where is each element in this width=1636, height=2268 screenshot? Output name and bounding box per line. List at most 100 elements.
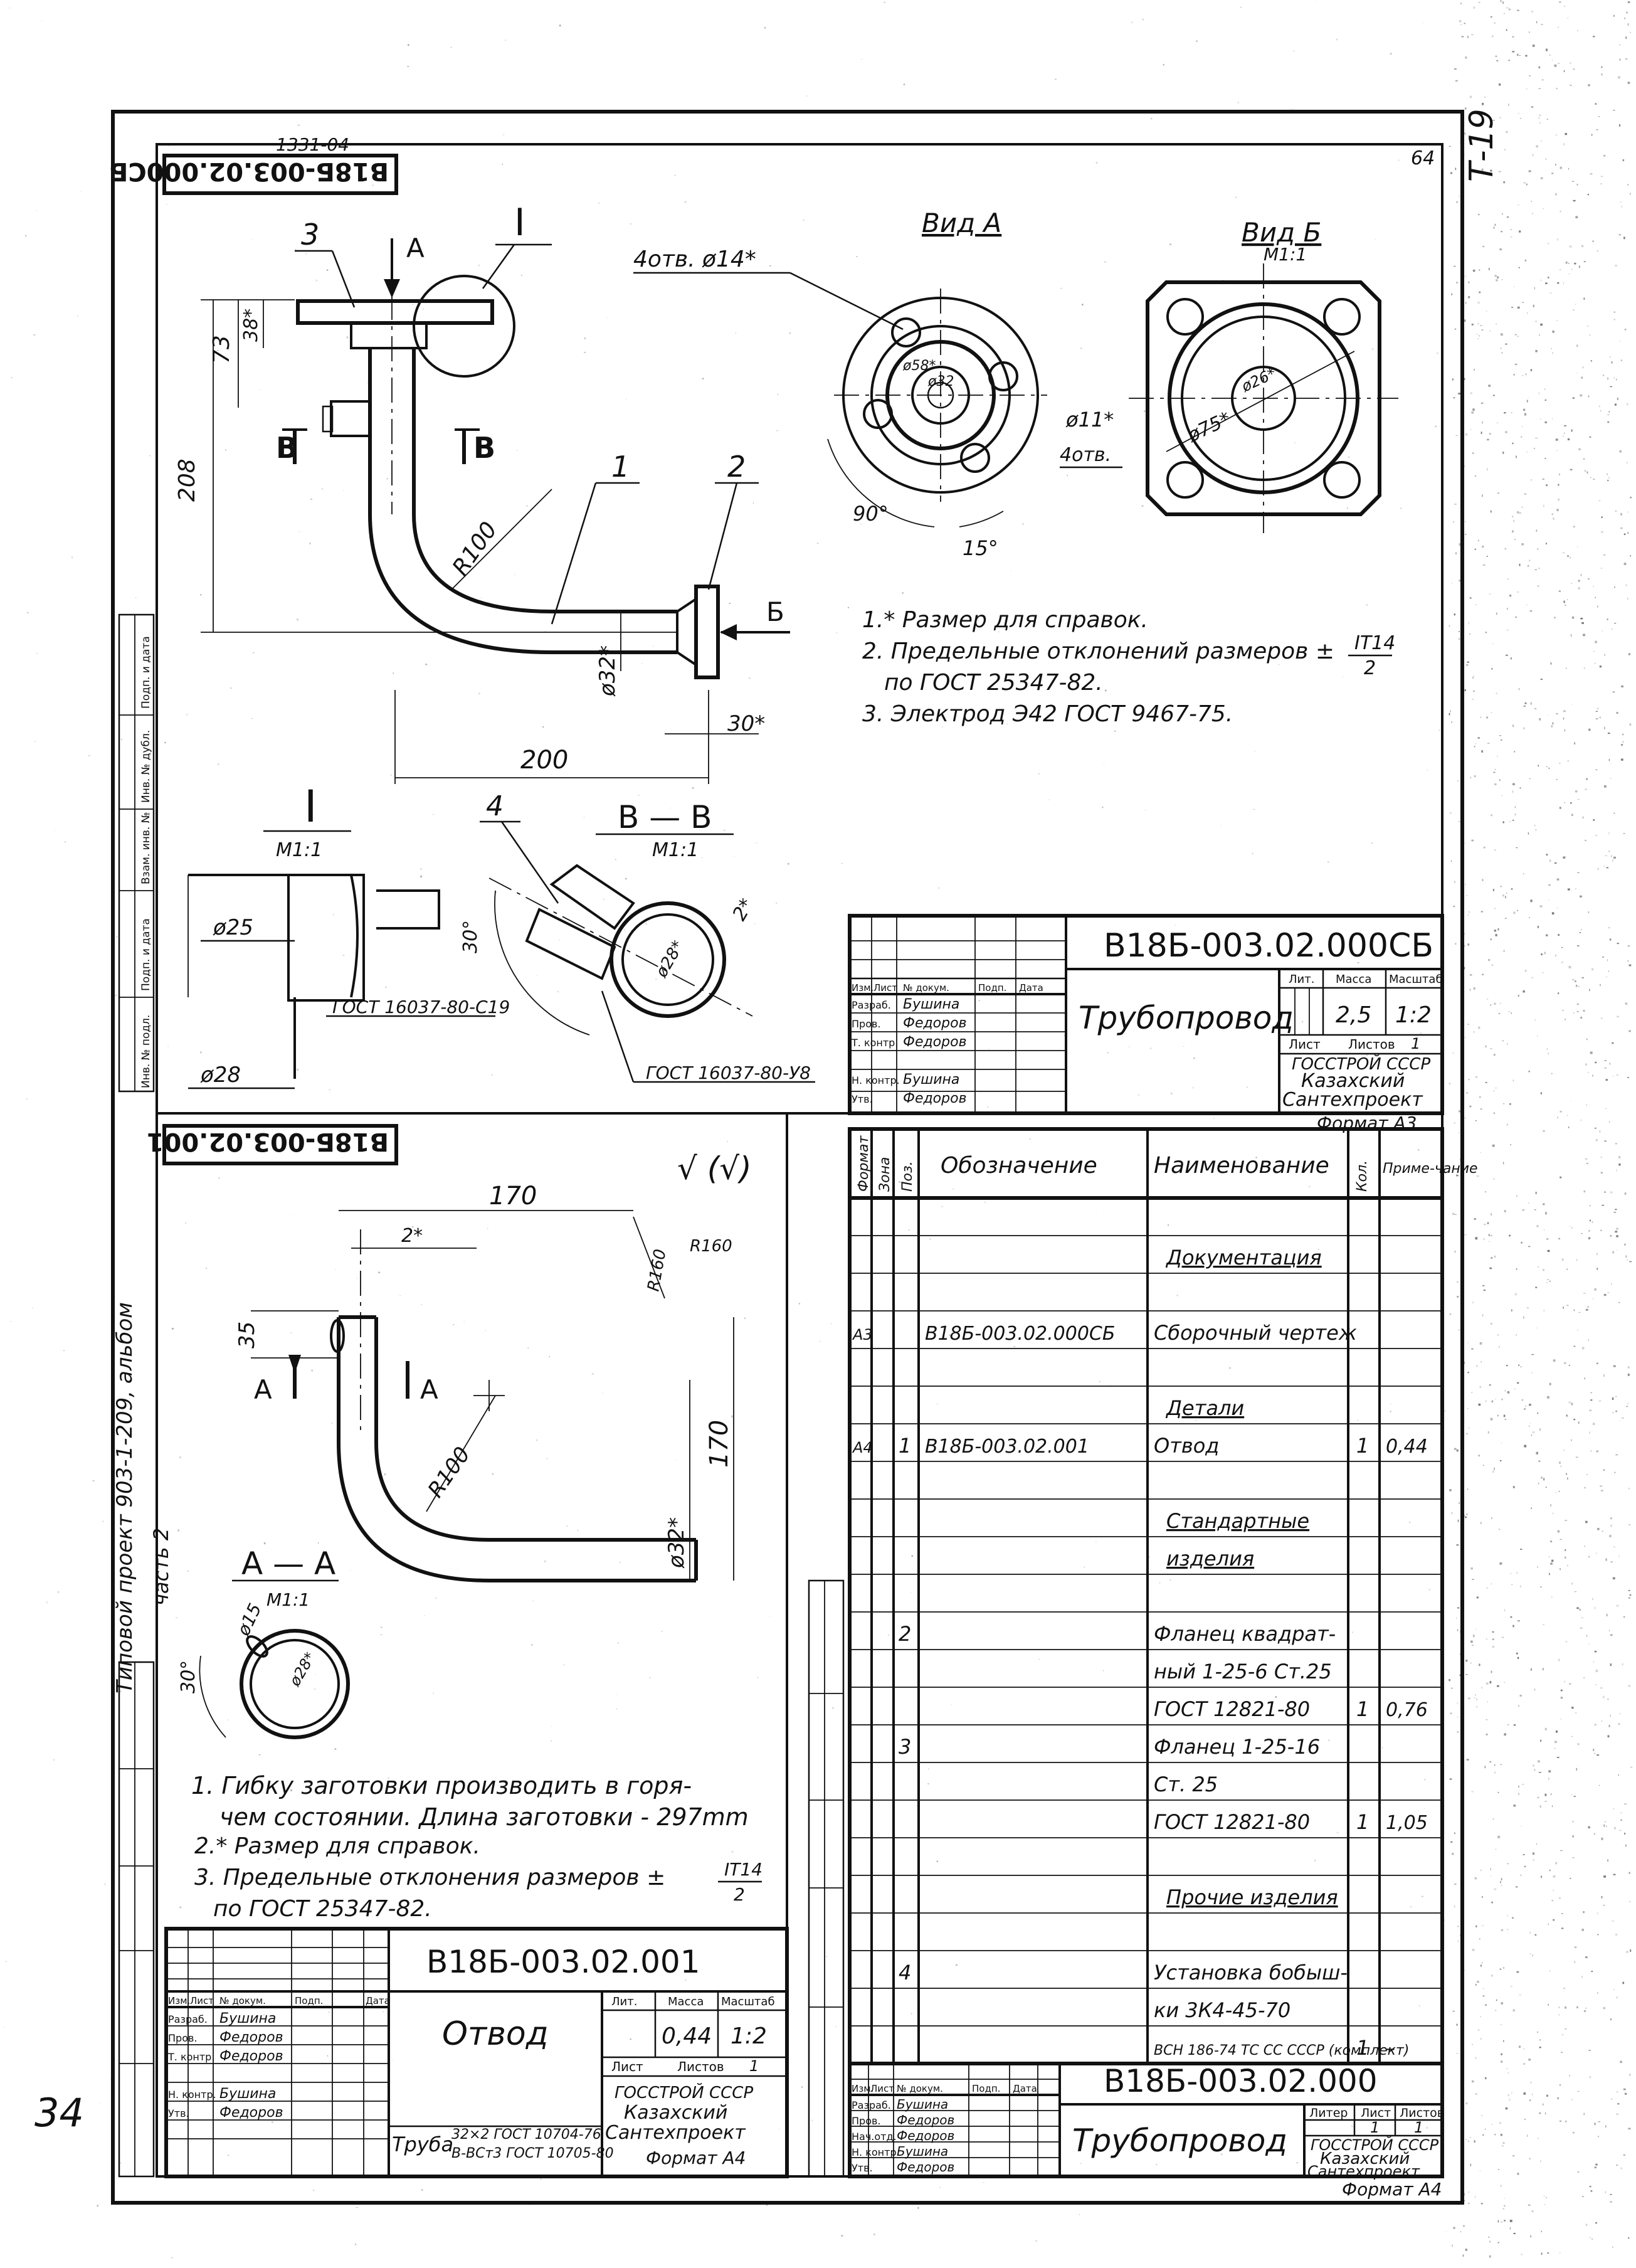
spec-cell-name: ный 1-25-6 Ст.25: [1154, 1660, 1332, 1683]
spec-cell-name: ГОСТ 12821-80: [1154, 1810, 1310, 1834]
assembly-tb-row-name-3: Федоров: [903, 1034, 967, 1050]
assembly-title-block: В18Б-003.02.000СБ Трубопровод Лит. Масса…: [848, 914, 1444, 1133]
spec-row: ный 1-25-6 Ст.25: [1154, 1660, 1332, 1683]
spec-tb-col-header-1: Изм.: [852, 2083, 873, 2094]
spec-tb-row-name-1: Бушина: [897, 2097, 948, 2112]
assembly-tb-row-role-3: Т. контр.: [851, 1037, 898, 1049]
detail-i-title: I: [304, 781, 317, 832]
part-drawing: В18Б-003.02.001 √ (√) 170 2* R160 R160 3…: [118, 1124, 789, 2178]
spec-tb-sheets: 1: [1414, 2119, 1423, 2136]
assembly-note-3: по ГОСТ 25347-82.: [884, 670, 1103, 696]
assembly-tb-col-header-5: Дата: [1019, 982, 1043, 994]
spec-tb-row-name-5: Федоров: [897, 2159, 954, 2175]
spec-header-6: Кол.: [1354, 1160, 1370, 1192]
spec-cell-name: Отвод: [1154, 1434, 1219, 1458]
part-title-block: В18Б-003.02.001 Отвод Лит. Масса Масштаб…: [164, 1927, 789, 2178]
part-tb-row-role-3: Т. контр.: [167, 2051, 214, 2063]
spec-margin-strip: [808, 1579, 845, 2178]
spec-cell-pos: 4: [899, 1961, 911, 1984]
part-tb-lit-label: Лит.: [611, 1995, 637, 2008]
spec-tb-col-header-3: № докум.: [897, 2083, 943, 2094]
part-note-fraction-bottom: 2: [734, 1884, 745, 1905]
left-margin-note: Типовой проект 903-1-209, альбом: [112, 1302, 137, 1693]
part-tb-sheets-label: Листов: [677, 2059, 724, 2074]
part-tb-col-header-5: Дата: [366, 1995, 390, 2006]
spec-cell-qty: 1: [1356, 1434, 1369, 1458]
part-dim-2: 2*: [401, 1225, 423, 1247]
pos-2-label: 2: [727, 450, 746, 484]
part-section-aa-circle: [240, 1629, 350, 1739]
part-tb-material-2: 32×2 ГОСТ 10704-76: [451, 2127, 601, 2143]
spec-row: Детали: [1165, 1396, 1244, 1420]
dim-208: 208: [174, 458, 200, 502]
assembly-stamp-prefix: 1331-04: [276, 134, 349, 155]
spec-cell-name: изделия: [1166, 1547, 1254, 1571]
spec-row: ВСН 186-74 ТС СС СССР (комплект)1–: [1154, 2036, 1409, 2060]
part-dim-d32: ø32*: [664, 1517, 689, 1569]
spec-tb-row-role-3: Нач.отд.: [852, 2131, 897, 2143]
spec-header-4: Обозначение: [941, 1153, 1097, 1179]
spec-tb-row-name-4: Бушина: [897, 2144, 948, 2159]
part-tb-row-name-6: Федоров: [219, 2105, 283, 2121]
part-arrow-a-right: А: [420, 1374, 438, 1405]
detail-i-d25: ø25: [213, 915, 253, 940]
scan-grain: [4, 0, 1633, 2259]
part-tb-row-role-1: Разраб.: [168, 2013, 208, 2025]
view-a-d32: ø32: [927, 374, 954, 389]
detail-i-drawing: [187, 874, 440, 1079]
assembly-tb-sheets-label: Листов: [1348, 1037, 1395, 1052]
bent-pipe: [368, 348, 677, 654]
spec-cell-name: Стандартные: [1166, 1509, 1309, 1533]
spec-cell-qty: 1: [1356, 2036, 1369, 2060]
flange-right: [694, 585, 720, 679]
part-tb-scale: 1:2: [731, 2023, 767, 2049]
spec-cell-pos: 2: [899, 1622, 911, 1646]
part-tb-format: Формат А4: [646, 2148, 746, 2168]
spec-tb-lit-label: Литер: [1309, 2106, 1348, 2120]
spec-cell-name: ки 3К4-45-70: [1154, 1998, 1290, 2022]
dim-d32: ø32*: [595, 645, 620, 697]
section-marker-b-left: В: [276, 431, 298, 465]
assembly-tb-row-role-1: Разраб.: [852, 999, 891, 1011]
section-bb-title: В — В: [618, 799, 712, 835]
view-a-holes: 4отв. ø14*: [633, 246, 756, 272]
view-b-d75: ø75*: [1184, 408, 1235, 447]
part-section-aa-title: А — А: [241, 1545, 335, 1582]
spec-cell-format: А3: [852, 1326, 873, 1343]
page-number: 34: [34, 2090, 84, 2136]
dim-r100: R100: [448, 517, 502, 580]
part-dim-170: 170: [489, 1182, 537, 1211]
view-b-scale: М1:1: [1264, 244, 1307, 265]
assembly-note-4: 3. Электрод Э42 ГОСТ 9467-75.: [862, 701, 1233, 727]
spec-tb-sheet: 1: [1370, 2119, 1380, 2136]
spec-tb-format: Формат А4: [1342, 2179, 1442, 2200]
boss-pos4: [330, 400, 371, 437]
assembly-tb-col-header-3: № докум.: [903, 982, 949, 994]
part-tb-code: В18Б-003.02.001: [426, 1944, 700, 1980]
view-a-drawing: [827, 289, 1047, 527]
spec-cell-name: Сборочный чертеж: [1154, 1321, 1357, 1345]
assembly-tb-org-3: Сантехпроект: [1282, 1089, 1423, 1111]
assembly-tb-code: В18Б-003.02.000СБ: [1104, 927, 1433, 965]
spec-cell-pos: 1: [899, 1434, 911, 1458]
assembly-tb-mass: 2,5: [1336, 1002, 1371, 1028]
spec-tb-sheets-label: Листов: [1400, 2106, 1444, 2120]
flange-top: [296, 299, 494, 325]
spec-tb-org-2: Казахский: [1320, 2149, 1410, 2168]
part-roughness: √ (√): [677, 1150, 752, 1187]
spec-cell-pos: 3: [899, 1735, 911, 1759]
assembly-tb-row-name-2: Федоров: [903, 1015, 967, 1031]
detail-i-callout-circle: [413, 275, 515, 378]
spec-row: ки 3К4-45-70: [1154, 1998, 1290, 2022]
spec-header-3: Поз.: [900, 1161, 916, 1192]
spec-tb-col-header-4: Подп.: [972, 2083, 1000, 2094]
part-tb-org-1: ГОССТРОЙ СССР: [615, 2082, 753, 2102]
part-stamp-code: В18Б-003.02.001: [147, 1127, 389, 1156]
dim-73: 73: [209, 335, 235, 364]
assembly-tb-row-name-6: Федоров: [903, 1091, 967, 1106]
detail-i-gost: ГОСТ 16037-80-С19: [332, 997, 510, 1017]
part-note-2: чем состоянии. Длина заготовки - 297mm: [219, 1803, 749, 1831]
